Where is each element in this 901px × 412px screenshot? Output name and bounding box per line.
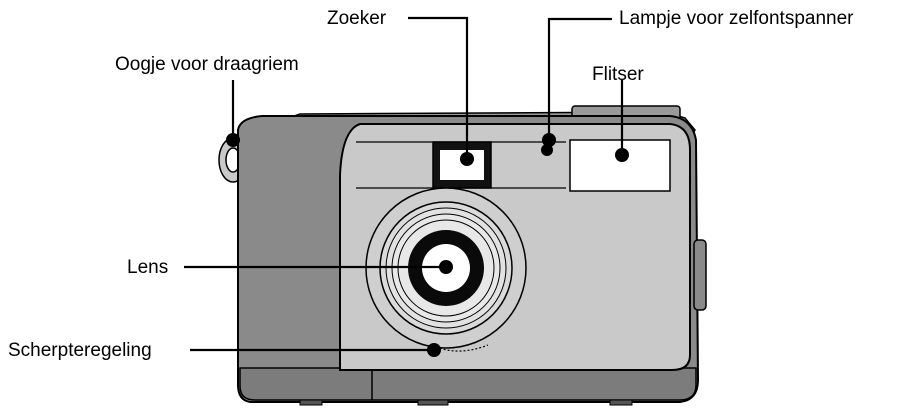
label-oogje: Oogje voor draagriem: [115, 54, 299, 75]
leader-dots: [226, 133, 629, 357]
leader-lines: [184, 16, 624, 352]
flash-window: [569, 139, 671, 192]
label-lampje: Lampje voor zelfontspanner: [619, 8, 854, 29]
camera-base: [239, 367, 697, 401]
label-flitser: Flitser: [592, 64, 644, 85]
label-zoeker: Zoeker: [327, 8, 387, 29]
self-timer-lamp: [541, 144, 553, 156]
label-scherpte: Scherpteregeling: [8, 340, 152, 361]
viewfinder: [432, 141, 492, 189]
label-lens: Lens: [127, 257, 169, 278]
